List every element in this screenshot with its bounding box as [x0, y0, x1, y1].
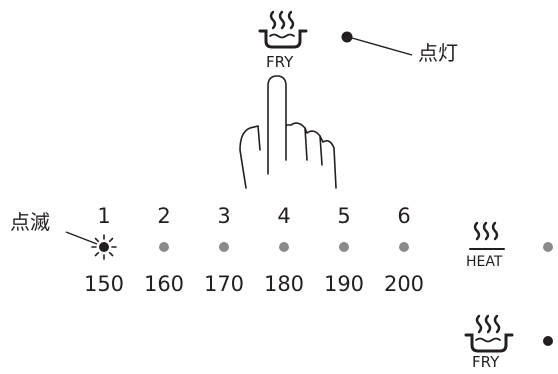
level-number-3: 3 [217, 204, 231, 228]
blinking-indicator [91, 234, 117, 260]
level-3-indicator [219, 242, 229, 252]
level-number-4: 4 [277, 204, 291, 228]
fry-indicator [543, 336, 553, 346]
level-2-indicator [159, 242, 169, 252]
heat-mode-label: HEAT [466, 254, 503, 270]
temperature-170: 170 [203, 272, 245, 296]
leader-line-lit [351, 37, 413, 56]
temperature-150: 150 [83, 272, 125, 296]
level-number-2: 2 [157, 204, 171, 228]
level-4-indicator [279, 242, 289, 252]
fry-pot-icon [464, 314, 514, 353]
level-5-indicator [339, 242, 349, 252]
fry-mode-label: FRY [472, 353, 500, 371]
temperature-160: 160 [143, 272, 185, 296]
fry-mode-label-top: FRY [266, 53, 294, 71]
temperature-180: 180 [263, 272, 305, 296]
leader-line-blink [65, 231, 98, 245]
blinking-status-label: 点滅 [10, 210, 50, 234]
temperature-190: 190 [323, 272, 365, 296]
heat-steam-icon [469, 221, 505, 250]
hand-pointer-icon [239, 75, 337, 189]
level-6-indicator [399, 242, 409, 252]
heat-indicator [543, 242, 553, 252]
level-number-6: 6 [397, 204, 411, 228]
fry-indicator-lit [341, 31, 353, 43]
lit-status-label: 点灯 [418, 41, 458, 65]
fry-pot-icon [258, 10, 308, 49]
level-number-5: 5 [337, 204, 351, 228]
level-number-1: 1 [97, 204, 111, 228]
temperature-200: 200 [383, 272, 425, 296]
